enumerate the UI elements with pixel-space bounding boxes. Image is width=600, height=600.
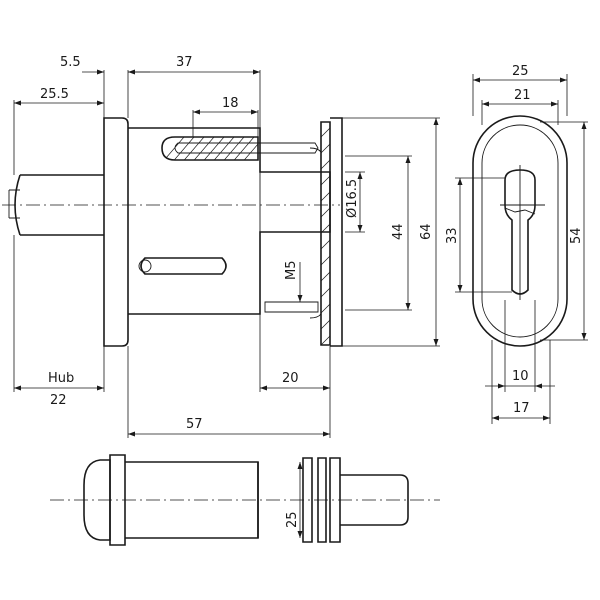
dim-64 [342, 117, 440, 347]
label-25-5: 25.5 [40, 87, 69, 102]
escutcheon-inner [481, 124, 559, 338]
escutcheon-outer [472, 115, 568, 347]
lower-screw [264, 301, 319, 313]
plate-beads [309, 147, 322, 319]
label-5-5: 5.5 [60, 55, 81, 70]
bottom-body [125, 461, 259, 539]
label-37: 37 [176, 55, 193, 70]
label-57: 57 [186, 417, 203, 432]
label-dia-16-5: Ø16.5 [345, 179, 360, 218]
label-hub: Hub [48, 371, 74, 386]
dim-20 [259, 314, 331, 392]
dim-44 [345, 155, 412, 311]
cover-plate-hatch [321, 123, 330, 345]
dim-57 [127, 346, 331, 438]
escutcheon-view [472, 115, 568, 347]
dim-17 [491, 340, 551, 424]
dim-25-top [472, 74, 568, 116]
upper-screw [174, 142, 319, 154]
label-10: 10 [512, 369, 529, 384]
label-21: 21 [514, 88, 531, 103]
upper-pin [161, 136, 259, 161]
cover-plate [320, 121, 331, 346]
dim-22 [13, 235, 105, 392]
label-54: 54 [569, 227, 584, 244]
dim-21 [481, 100, 559, 125]
flange [103, 117, 129, 347]
bottom-plates [302, 457, 341, 543]
escutcheon-profile [330, 117, 343, 347]
ext-top [13, 70, 261, 175]
dim-dia [345, 171, 365, 233]
key-bit [504, 207, 536, 215]
label-33: 33 [445, 227, 460, 244]
slot-pin [138, 259, 152, 273]
adjust-slot [140, 257, 227, 275]
dimension-arrows [14, 69, 587, 538]
label-17: 17 [513, 401, 530, 416]
label-64: 64 [419, 223, 434, 240]
dim-54 [540, 121, 588, 341]
label-m5: M5 [284, 261, 299, 281]
dim-33 [455, 177, 512, 293]
front-view [2, 117, 343, 347]
label-20: 20 [282, 371, 299, 386]
label-25-top: 25 [512, 64, 529, 79]
dim-10 [485, 300, 555, 392]
dimension-lines [13, 70, 588, 538]
label-25-side: 25 [285, 511, 300, 528]
label-22: 22 [50, 393, 67, 408]
bottom-shaft [340, 474, 409, 526]
label-44: 44 [391, 223, 406, 240]
bottom-flange [109, 454, 126, 546]
escutcheon-centerlines [500, 165, 545, 300]
hub-tip [8, 189, 20, 219]
dimension-labels: 5.5 37 25.5 18 Ø16.5 44 64 33 54 25 21 M… [40, 55, 584, 528]
bottom-view [50, 454, 440, 546]
label-18: 18 [222, 96, 239, 111]
